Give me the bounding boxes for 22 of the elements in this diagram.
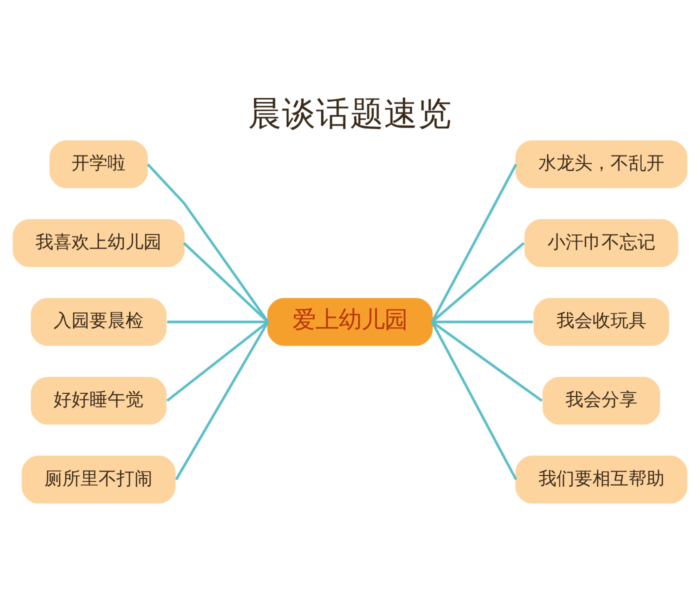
node-box: 好好睡午觉 xyxy=(30,376,166,425)
connector xyxy=(430,321,518,480)
node-box: 入园要晨检 xyxy=(30,298,166,346)
connector xyxy=(146,163,269,323)
connector xyxy=(167,320,268,324)
node-box: 开学啦 xyxy=(50,140,148,188)
connector xyxy=(183,242,269,323)
node-box: 我会分享 xyxy=(542,376,660,425)
node-box: 小汗巾不忘记 xyxy=(524,219,678,267)
node-box: 我喜欢上幼儿园 xyxy=(12,219,185,267)
connector xyxy=(175,321,270,480)
connector xyxy=(166,320,269,402)
connector xyxy=(431,242,525,323)
node-box: 我们要相互帮助 xyxy=(515,456,688,504)
connector xyxy=(430,164,518,323)
node-box: 我会收玩具 xyxy=(534,298,670,346)
diagram-title: 晨谈话题速览 xyxy=(248,94,452,134)
connector xyxy=(431,320,543,402)
connector xyxy=(432,320,533,324)
node-box: 厕所里不打闹 xyxy=(22,456,176,504)
node-box: 爱上幼儿园 xyxy=(267,298,433,346)
node-box: 水龙头，不乱开 xyxy=(515,140,688,188)
